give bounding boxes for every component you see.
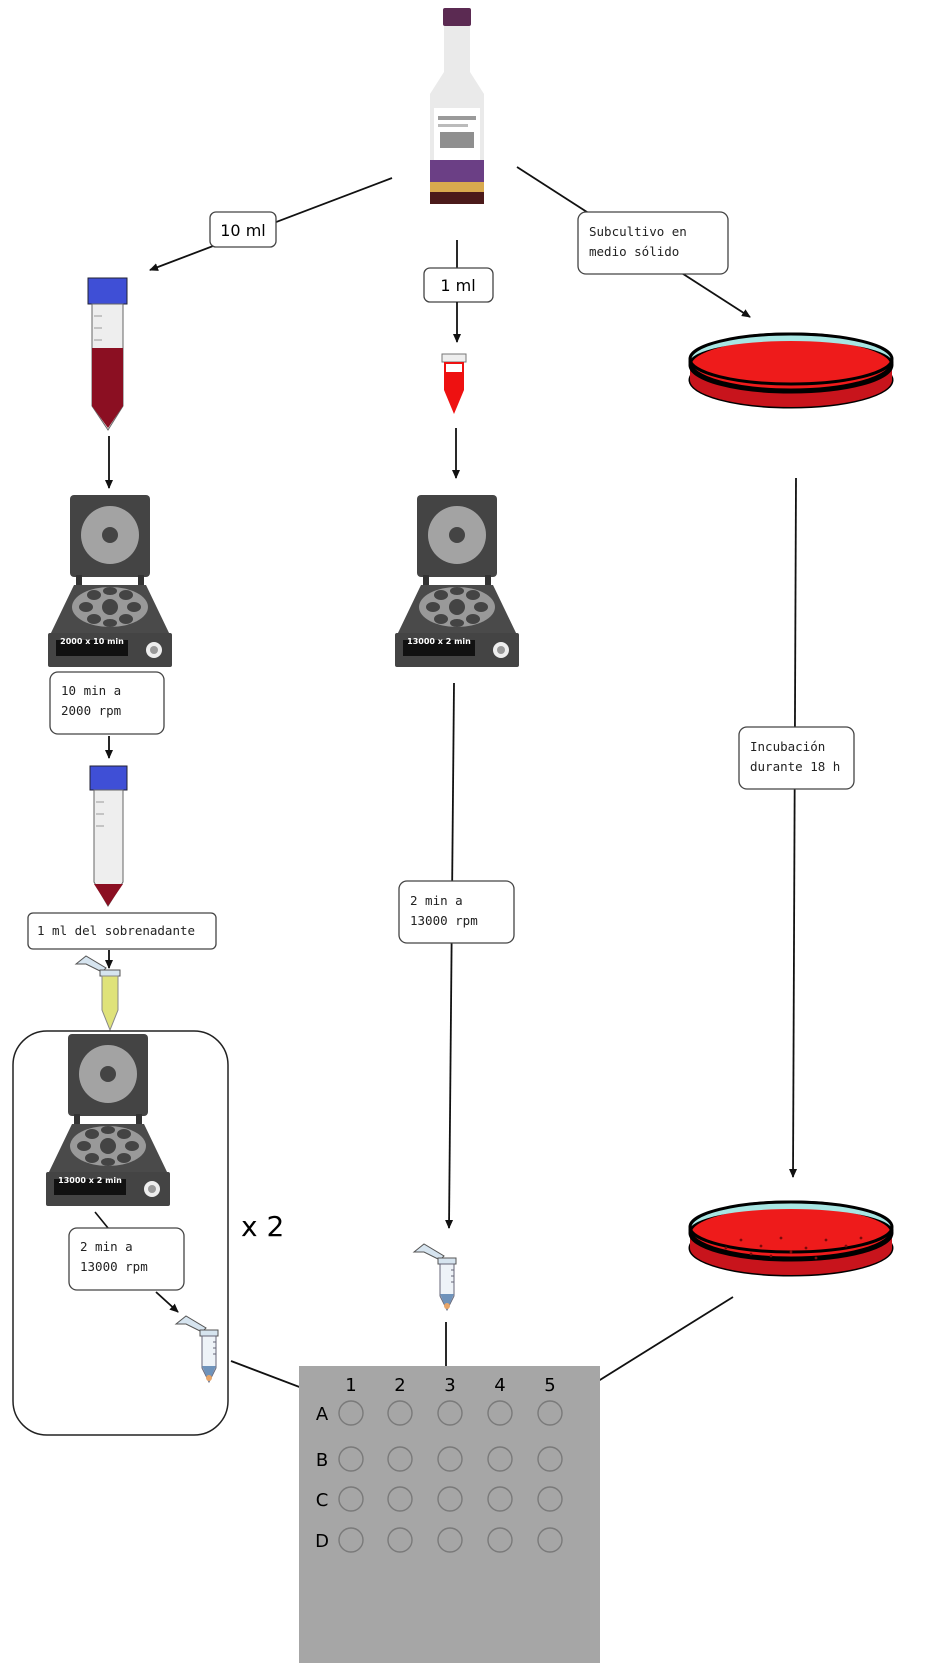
- plate-row-label: A: [316, 1404, 329, 1425]
- centrifuge-display: 13000 x 2 min: [407, 637, 471, 646]
- plate-well-B3: [437, 1446, 463, 1472]
- arrow-centrifuge-to-eppendorf: [445, 682, 455, 1229]
- centrifuge-icon: 13000 x 2 min: [395, 495, 519, 667]
- plate-well-D3: [437, 1527, 463, 1553]
- plate-row-label: D: [315, 1531, 329, 1552]
- blood-culture-bottle-icon: [430, 8, 484, 204]
- step-box-1ml: 1 ml: [423, 267, 494, 303]
- well-plate: 1 2 3 4 5 A BCD: [299, 1366, 600, 1663]
- petri-dish-icon: [688, 332, 894, 409]
- falcon-tube-pellet-icon: [89, 765, 128, 907]
- incubation-line-1: Incubación: [750, 739, 825, 754]
- eppendorf-pellet-icon: [175, 1315, 219, 1383]
- step-label-10ml: 10 ml: [220, 221, 265, 240]
- plate-well-B1: [338, 1446, 364, 1472]
- plate-row-label: C: [316, 1490, 329, 1511]
- plate-column-label: 5: [544, 1375, 555, 1396]
- spin-13000-left-line-1: 2 min a: [80, 1239, 133, 1254]
- step-box-spin-13000-center: 2 min a 13000 rpm: [398, 880, 515, 944]
- plate-well-B4: [487, 1446, 513, 1472]
- subculture-line-2: medio sólido: [589, 244, 679, 259]
- plate-well-A5: [537, 1400, 563, 1426]
- subculture-line-1: Subcultivo en: [589, 224, 687, 239]
- connector-centrifuge-to-box: [94, 1211, 109, 1229]
- centrifuge-icon: 2000 x 10 min: [48, 495, 172, 667]
- plate-well-A2: [387, 1400, 413, 1426]
- step-box-10ml: 10 ml: [209, 211, 277, 248]
- step-box-spin-13000-left: 2 min a 13000 rpm: [68, 1227, 185, 1291]
- step-box-spin-2000: 10 min a 2000 rpm: [49, 671, 165, 735]
- plate-well-C3: [437, 1486, 463, 1512]
- arrow-petri-to-petri: [789, 477, 798, 1178]
- step-box-subculture: Subcultivo en medio sólido: [577, 211, 729, 275]
- plate-column-label: 4: [494, 1375, 505, 1396]
- supernatant-label: 1 ml del sobrenadante: [37, 923, 195, 938]
- plate-well-D2: [387, 1527, 413, 1553]
- plate-well-A3: [437, 1400, 463, 1426]
- incubation-line-2: durante 18 h: [750, 759, 840, 774]
- plate-well-D4: [487, 1527, 513, 1553]
- plate-well-C4: [487, 1486, 513, 1512]
- centrifuge-icon: 13000 x 2 min: [46, 1034, 170, 1206]
- plate-well-C1: [338, 1486, 364, 1512]
- petri-dish-colonies-icon: [688, 1200, 894, 1277]
- plate-well-C5: [537, 1486, 563, 1512]
- plate-column-label: 3: [444, 1375, 455, 1396]
- spin-13000-center-line-2: 13000 rpm: [410, 913, 478, 928]
- eppendorf-pellet-icon: [413, 1243, 457, 1311]
- falcon-tube-blood-icon: [87, 277, 128, 431]
- spin-2000-line-2: 2000 rpm: [61, 703, 121, 718]
- plate-column-label: 1: [345, 1375, 356, 1396]
- spin-13000-center-line-1: 2 min a: [410, 893, 463, 908]
- step-box-supernatant: 1 ml del sobrenadante: [27, 912, 217, 950]
- repeat-label: x 2: [241, 1210, 284, 1243]
- plate-well-A4: [487, 1400, 513, 1426]
- eppendorf-supernatant-icon: [74, 955, 121, 1032]
- repeat-bracket: [12, 1030, 229, 1436]
- plate-well-C2: [387, 1486, 413, 1512]
- step-box-incubation: Incubación durante 18 h: [738, 726, 855, 790]
- centrifuge-display: 13000 x 2 min: [58, 1176, 122, 1185]
- plate-column-label: 2: [394, 1375, 405, 1396]
- plate-well-B2: [387, 1446, 413, 1472]
- plate-well-D1: [338, 1527, 364, 1553]
- arrow-spin-to-eppendorf: [155, 1291, 179, 1313]
- plate-row-label: B: [316, 1450, 328, 1471]
- plate-well-A1: [338, 1400, 364, 1426]
- eppendorf-blood-icon: [441, 353, 467, 414]
- plate-well-D5: [537, 1527, 563, 1553]
- spin-13000-left-line-2: 13000 rpm: [80, 1259, 148, 1274]
- spin-2000-line-1: 10 min a: [61, 683, 121, 698]
- centrifuge-display: 2000 x 10 min: [60, 637, 124, 646]
- plate-well-B5: [537, 1446, 563, 1472]
- step-label-1ml: 1 ml: [440, 276, 475, 295]
